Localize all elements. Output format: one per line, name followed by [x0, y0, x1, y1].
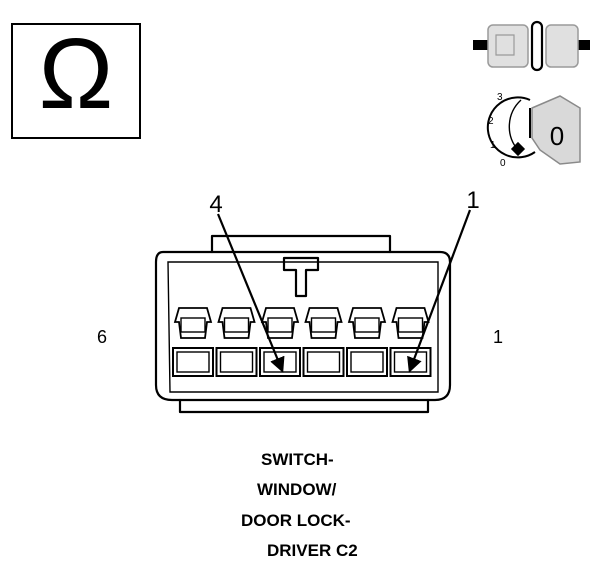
- terminal-cavity: [346, 307, 388, 377]
- terminal-cavity: [302, 307, 345, 377]
- ignition-pos-0: 0: [500, 158, 506, 169]
- terminal-cavity: [215, 307, 258, 377]
- key-position-label: 0: [550, 121, 564, 151]
- title-line-3: DOOR LOCK-: [241, 511, 351, 530]
- connector-end-label-left: 6: [97, 327, 107, 347]
- connector-terminals: [172, 307, 432, 377]
- callout-label-pin-1: 1: [466, 187, 479, 214]
- callout-arrow-pin-4: [216, 213, 285, 373]
- title-line-4: DRIVER C2: [267, 541, 358, 560]
- connector-end-label-right: 1: [493, 327, 503, 347]
- ignition-pos-1: 1: [490, 140, 496, 151]
- ignition-pos-3: 3: [497, 92, 503, 103]
- callout-arrow-pin-1: [407, 209, 472, 373]
- connector-housing: [154, 234, 452, 414]
- ohm-symbol: Ω: [39, 18, 114, 130]
- title-line-2: WINDOW/: [257, 480, 337, 499]
- callout-label-pin-4: 4: [209, 191, 222, 218]
- ignition-pos-2: 2: [488, 116, 494, 127]
- fuse-icon: [473, 20, 590, 72]
- ignition-key-icon: 0 3 2 1 0: [486, 92, 581, 169]
- ohm-meter-icon: Ω: [11, 18, 141, 139]
- title-line-1: SWITCH-: [261, 450, 334, 469]
- terminal-cavity: [172, 307, 214, 377]
